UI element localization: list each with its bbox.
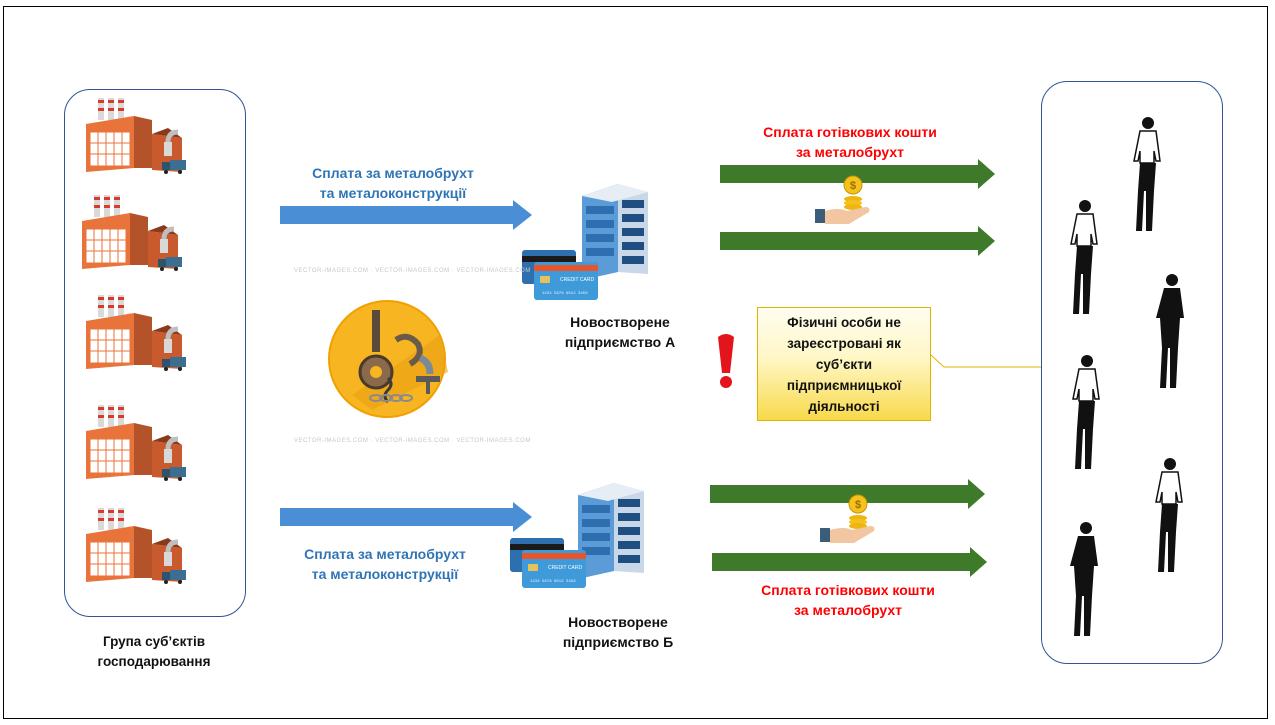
person-silhouette-icon — [1070, 199, 1098, 315]
person-silhouette-icon — [1133, 116, 1161, 232]
note-line: діяльності — [808, 398, 880, 414]
note-line: суб’єкти — [815, 356, 873, 372]
payment-label-line: Сплата за металобрухт — [304, 546, 466, 562]
cash-arrow — [720, 159, 995, 189]
cash-label-line: за металобрухт — [796, 144, 904, 160]
note-line: зареєстровані як — [787, 335, 901, 351]
watermark-text: VECTOR-IMAGES.COM · VECTOR-IMAGES.COM · … — [294, 438, 531, 444]
note-connector — [930, 354, 1042, 368]
payment-arrow-bottom — [280, 502, 532, 532]
company-label-line: Новостворене — [568, 614, 668, 630]
company-a-label: Новостворене підприємство А — [545, 312, 695, 352]
watermark-text: VECTOR-IMAGES.COM · VECTOR-IMAGES.COM · … — [294, 268, 531, 274]
cash-label-line: Сплата готівкових кошти — [763, 124, 937, 140]
note-line: Фізичні особи не — [787, 314, 901, 330]
cash-label-top: Сплата готівкових кошти за металобрухт — [735, 122, 965, 162]
cash-arrow — [712, 547, 987, 577]
exclamation-icon — [718, 334, 734, 388]
note-box: Фізичні особи не зареєстровані як суб’єк… — [757, 307, 931, 421]
person-silhouette-icon — [1155, 457, 1183, 573]
company-label-line: Новостворене — [570, 314, 670, 330]
group-label-line: господарювання — [97, 654, 211, 669]
diagram-frame — [3, 6, 1268, 719]
person-silhouette-icon — [1072, 354, 1100, 470]
company-b-label: Новостворене підприємство Б — [543, 612, 693, 652]
cash-arrow — [710, 479, 985, 509]
note-line: підприємницької — [786, 377, 902, 393]
payment-label-line: Сплата за металобрухт — [312, 165, 474, 181]
group-label-line: Група суб’єктів — [102, 634, 206, 649]
individuals-panel — [1041, 81, 1223, 664]
person-silhouette-icon — [1156, 274, 1184, 388]
person-silhouette-icon — [1070, 522, 1098, 636]
payment-arrow-top — [280, 200, 532, 230]
payment-label-top: Сплата за металобрухт та металоконструкц… — [288, 163, 498, 203]
company-label-line: підприємство А — [564, 334, 676, 350]
company-label-line: підприємство Б — [562, 634, 674, 650]
company-group-label: Група суб’єктів господарювання — [74, 632, 234, 672]
cash-label-bottom: Сплата готівкових кошти за металобрухт — [733, 580, 963, 620]
scrap-metal-icon — [328, 300, 448, 418]
payment-label-line: та металоконструкції — [311, 566, 459, 582]
cash-label-line: Сплата готівкових кошти — [761, 582, 935, 598]
cash-label-line: за металобрухт — [794, 602, 902, 618]
cash-arrow — [720, 226, 995, 256]
payment-label-line: та металоконструкції — [319, 185, 467, 201]
payment-label-bottom: Сплата за металобрухт та металоконструкц… — [280, 544, 490, 584]
